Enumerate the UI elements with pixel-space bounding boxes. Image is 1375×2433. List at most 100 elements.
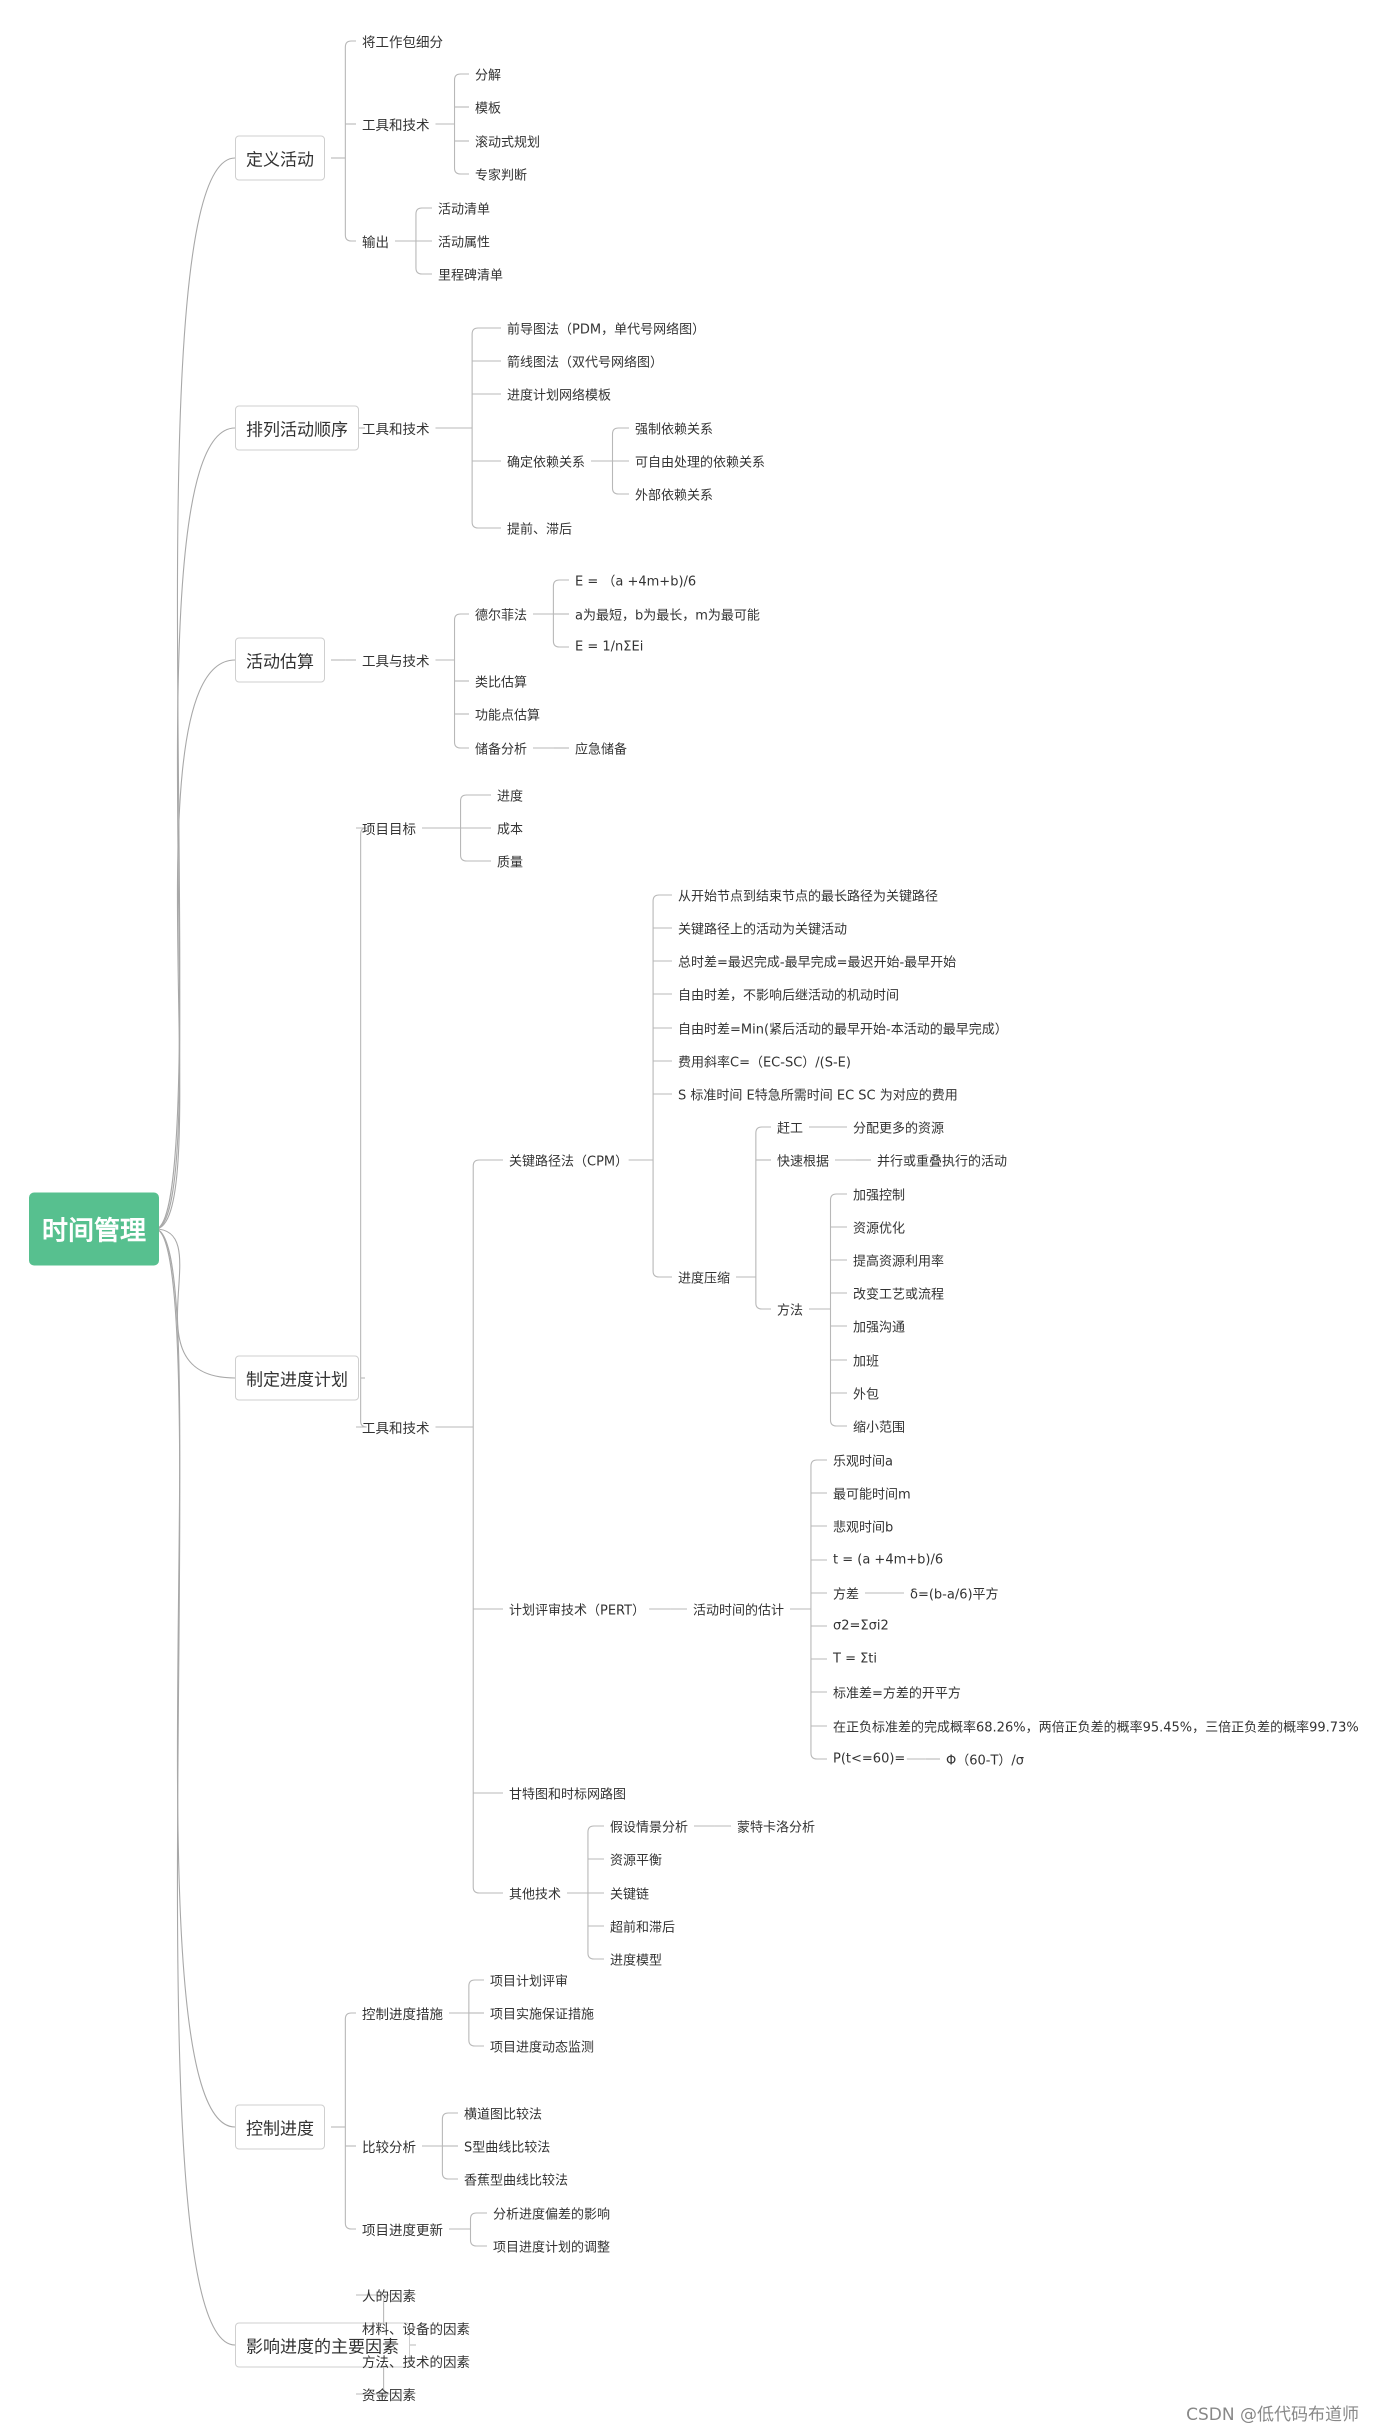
mind-map-node: 应急储备: [575, 742, 628, 758]
connector-line: [587, 1825, 604, 1833]
mind-map-node: E = （a +4m+b)/6: [575, 574, 697, 590]
mind-map-node: 在正负标准差的完成概率68.26%，两倍正负差的概率95.45%，三倍正负差的概…: [833, 1720, 1359, 1736]
main-branch-topic: 活动估算: [235, 637, 325, 683]
connector-line: [344, 40, 356, 48]
mind-map-node: 最可能时间m: [833, 1487, 911, 1503]
mind-map-node: σ2=Σσi2: [833, 1618, 889, 1634]
mind-map-node: 缩小范围: [853, 1420, 906, 1436]
mind-map-node: 进度模型: [610, 1953, 663, 1969]
mind-map-node: 乐观时间a: [833, 1454, 893, 1470]
connector-line: [611, 427, 629, 435]
main-branch-topic: 控制进度: [235, 2104, 325, 2150]
mind-map-node: 活动时间的估计: [693, 1603, 785, 1619]
connector-line: [453, 73, 469, 81]
connector-line: [154, 1228, 236, 2128]
mind-map-node: 自由时差=Min(紧后活动的最早开始-本活动的最早完成）: [678, 1022, 1008, 1038]
connector-line: [471, 521, 501, 529]
connector-line: [755, 1126, 771, 1134]
mind-map-node: 并行或重叠执行的活动: [877, 1154, 1008, 1170]
mind-map-node: E = 1/nΣEi: [575, 639, 644, 655]
mind-map-node: 功能点估算: [475, 708, 541, 724]
mind-map-node: 可自由处理的依赖关系: [635, 455, 766, 471]
mind-map-node: 超前和滞后: [610, 1920, 676, 1936]
connector-line: [344, 2012, 356, 2020]
mind-map-node: 加强沟通: [853, 1320, 906, 1336]
subtopic: 比较分析: [362, 2140, 416, 2156]
connector-line: [356, 827, 367, 835]
mind-map-node: 箭线图法（双代号网络图）: [507, 355, 664, 371]
mind-map-node: 标准差=方差的开平方: [833, 1686, 961, 1702]
mind-map-node: 项目实施保证措施: [490, 2007, 595, 2023]
mind-map-node: 蒙特卡洛分析: [737, 1820, 816, 1836]
subtopic: 项目目标: [362, 822, 416, 838]
connector-line: [472, 1159, 503, 1167]
subtopic: 将工作包细分: [362, 35, 443, 51]
mind-map-node: 计划评审技术（PERT）: [509, 1603, 646, 1619]
connector-line: [356, 1420, 367, 1428]
mind-map-node: 成本: [497, 822, 524, 838]
subtopic: 控制进度措施: [362, 2007, 443, 2023]
mind-map-node: S型曲线比较法: [464, 2140, 551, 2156]
connector-line: [552, 640, 569, 648]
mind-map-node: 德尔菲法: [475, 608, 528, 624]
connector-line: [154, 659, 236, 1230]
mind-map-node: 总时差=最迟完成-最早完成=最迟开始-最早开始: [678, 955, 957, 971]
connector-line: [344, 234, 356, 242]
connector-line: [356, 2294, 390, 2302]
watermark: CSDN @低代码布道师: [1186, 2405, 1359, 2425]
mind-map-node: 其他技术: [509, 1887, 562, 1903]
mind-map-node: 赶工: [777, 1121, 804, 1137]
connector-line: [453, 167, 469, 175]
mind-map-node: 快速根据: [777, 1154, 830, 1170]
mind-map-node: 活动属性: [438, 235, 491, 251]
connector-line: [471, 327, 501, 335]
mind-map-node: δ=(b-a/6)平方: [910, 1587, 999, 1603]
mind-map-node: 专家判断: [475, 168, 528, 184]
mind-map-node: 质量: [497, 855, 524, 871]
connector-line: [441, 2112, 458, 2120]
connector-line: [453, 741, 469, 749]
mind-map-node: 确定依赖关系: [507, 455, 586, 471]
mind-map-node: 进度: [497, 789, 524, 805]
connector-line: [469, 2239, 487, 2247]
connector-line: [829, 1193, 847, 1201]
subtopic: 方法、技术的因素: [362, 2355, 470, 2371]
mind-map-node: 进度压缩: [678, 1271, 731, 1287]
connector-line: [356, 2387, 390, 2395]
mind-map-node: 资源优化: [853, 1221, 906, 1237]
mind-map-node: 前导图法（PDM，单代号网络图）: [507, 322, 706, 338]
mind-map-node: 项目进度动态监测: [490, 2040, 595, 2056]
mind-map-node: 关键路径上的活动为关键活动: [678, 922, 848, 938]
mind-map-node: 甘特图和时标网路图: [509, 1787, 627, 1803]
mind-map-node: 横道图比较法: [464, 2107, 543, 2123]
mind-map-node: 项目计划评审: [490, 1974, 569, 1990]
mind-map-node: 提前、滞后: [507, 522, 573, 538]
connector-line: [468, 1979, 484, 1987]
mind-map-node: 关键路径法（CPM）: [509, 1154, 629, 1170]
main-branch-topic: 定义活动: [235, 135, 325, 181]
connector-line: [755, 1302, 771, 1310]
mind-map-node: 费用斜率C=（EC-SC）/(S-E): [678, 1055, 851, 1071]
mind-map-node: 方差: [833, 1587, 860, 1603]
mind-map-node: T = Σti: [833, 1651, 878, 1667]
connector-line: [810, 1459, 827, 1467]
mind-map-node: 项目进度计划的调整: [493, 2240, 611, 2256]
connector-line: [829, 1419, 847, 1427]
mind-map-node: 外部依赖关系: [635, 488, 714, 504]
connector-line: [552, 579, 569, 587]
subtopic: 资金因素: [362, 2388, 416, 2404]
mind-map-node: 资源平衡: [610, 1853, 663, 1869]
connector-line: [154, 1228, 236, 1379]
mind-map-node: a为最短，b为最长，m为最可能: [575, 608, 760, 624]
connector-line: [652, 894, 672, 902]
connector-line: [344, 2222, 356, 2230]
connector-line: [587, 1952, 604, 1960]
connector-line: [611, 487, 629, 495]
mind-map-node: 提高资源利用率: [853, 1254, 945, 1270]
connector-line: [415, 267, 432, 275]
mind-map-node: 外包: [853, 1387, 880, 1403]
subtopic: 工具和技术: [362, 422, 430, 438]
connector-line: [652, 1270, 672, 1278]
